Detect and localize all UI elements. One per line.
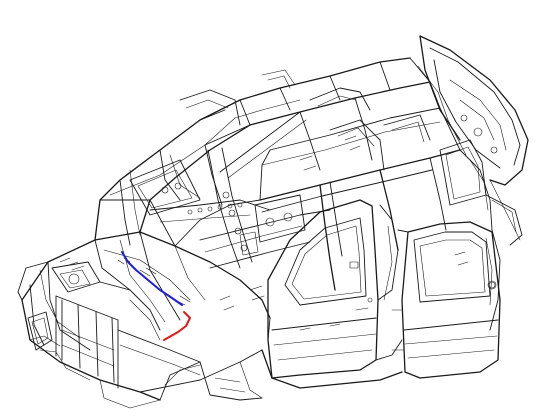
roof-frame [204,57,467,213]
cowl-holes [187,202,243,215]
front-end [17,231,271,409]
pillars [319,139,493,291]
tailgate [419,35,529,246]
detail-hatching [59,135,469,331]
far-side-inner [119,87,431,269]
red-routing-line [163,311,191,341]
blue-routing-line [121,251,183,306]
front-wheel-arch [159,361,201,401]
rear-quarter [485,229,501,331]
front-door [267,199,379,379]
body-structure [17,35,529,409]
highlight-routings [121,251,191,341]
far-rear-door-frame [179,69,296,126]
pillar-holes [222,191,248,252]
windshield-frame [94,99,271,247]
rear-door [391,221,501,379]
near-sill [199,204,403,401]
